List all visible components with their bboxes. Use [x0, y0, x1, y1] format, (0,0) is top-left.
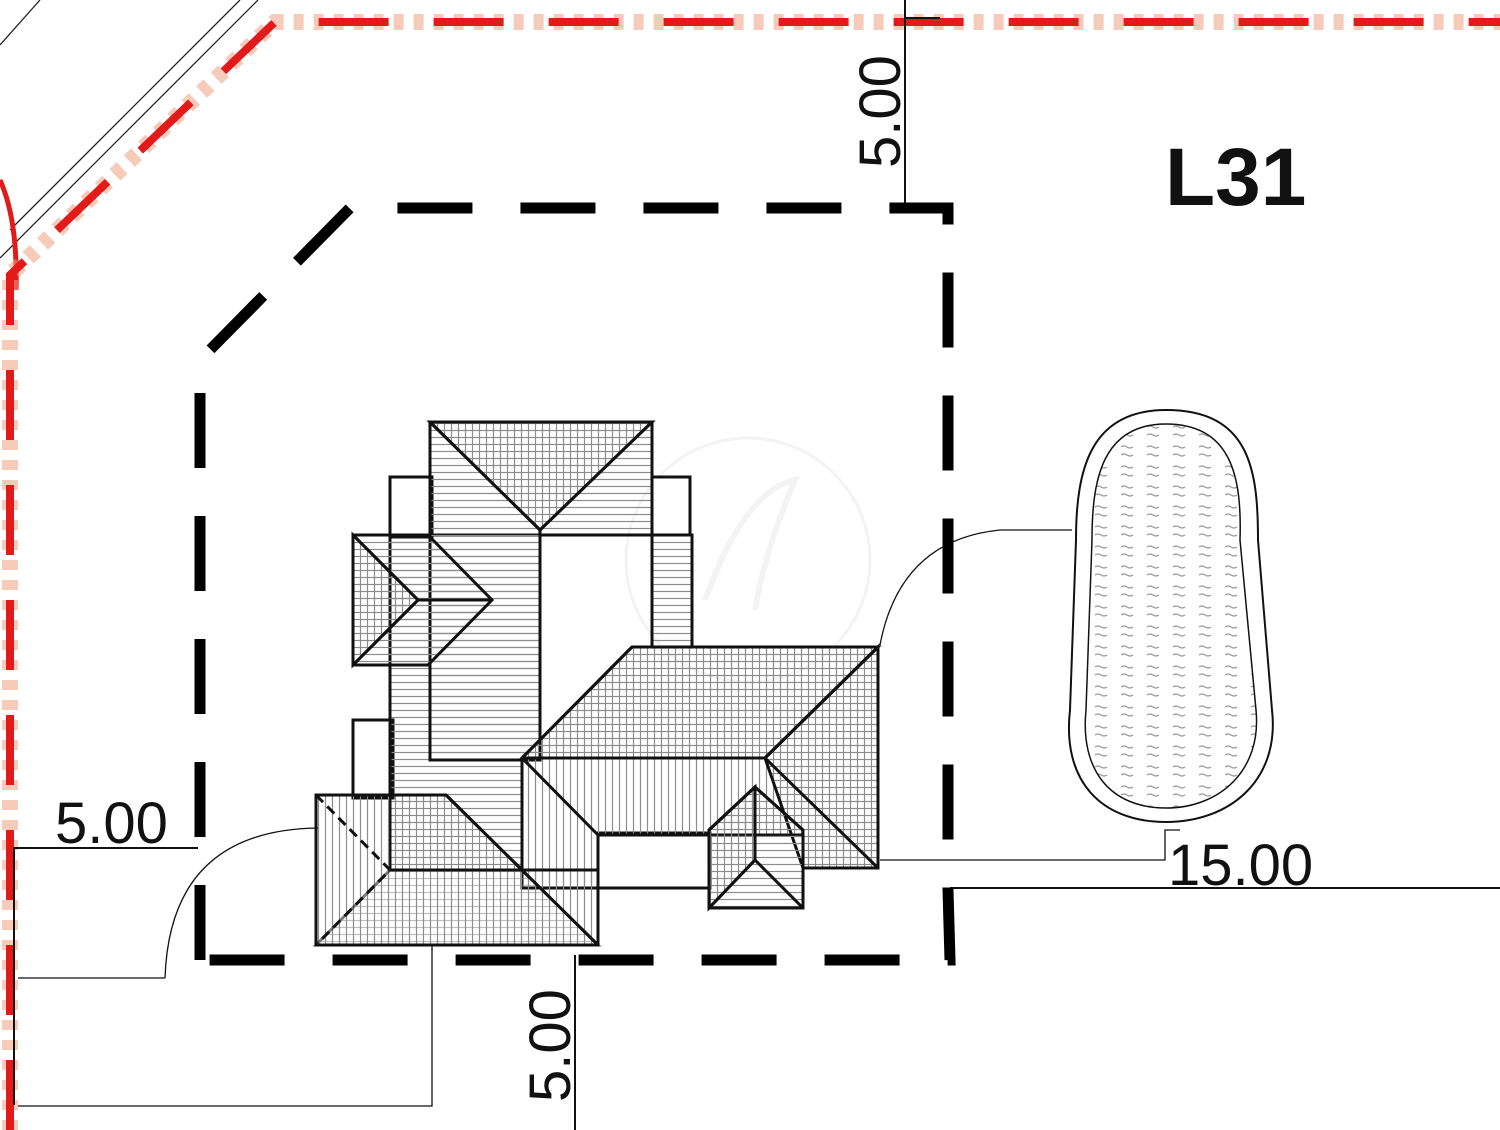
lot-label: L31	[1165, 132, 1306, 223]
boundary-arc	[0, 178, 19, 291]
right-setback-dimension: 15.00	[1168, 833, 1313, 898]
lot-boundary	[2, 14, 1500, 1130]
pool	[1067, 408, 1274, 824]
building-envelope	[194, 202, 956, 966]
bottom-setback-dimension: 5.00	[518, 989, 583, 1102]
left-setback-dimension: 5.00	[55, 791, 168, 856]
road-edge-lines	[0, 0, 259, 259]
house-roof-plan	[312, 420, 882, 947]
setback-lines	[13, 0, 1500, 1130]
top-setback-dimension: 5.00	[848, 55, 913, 168]
